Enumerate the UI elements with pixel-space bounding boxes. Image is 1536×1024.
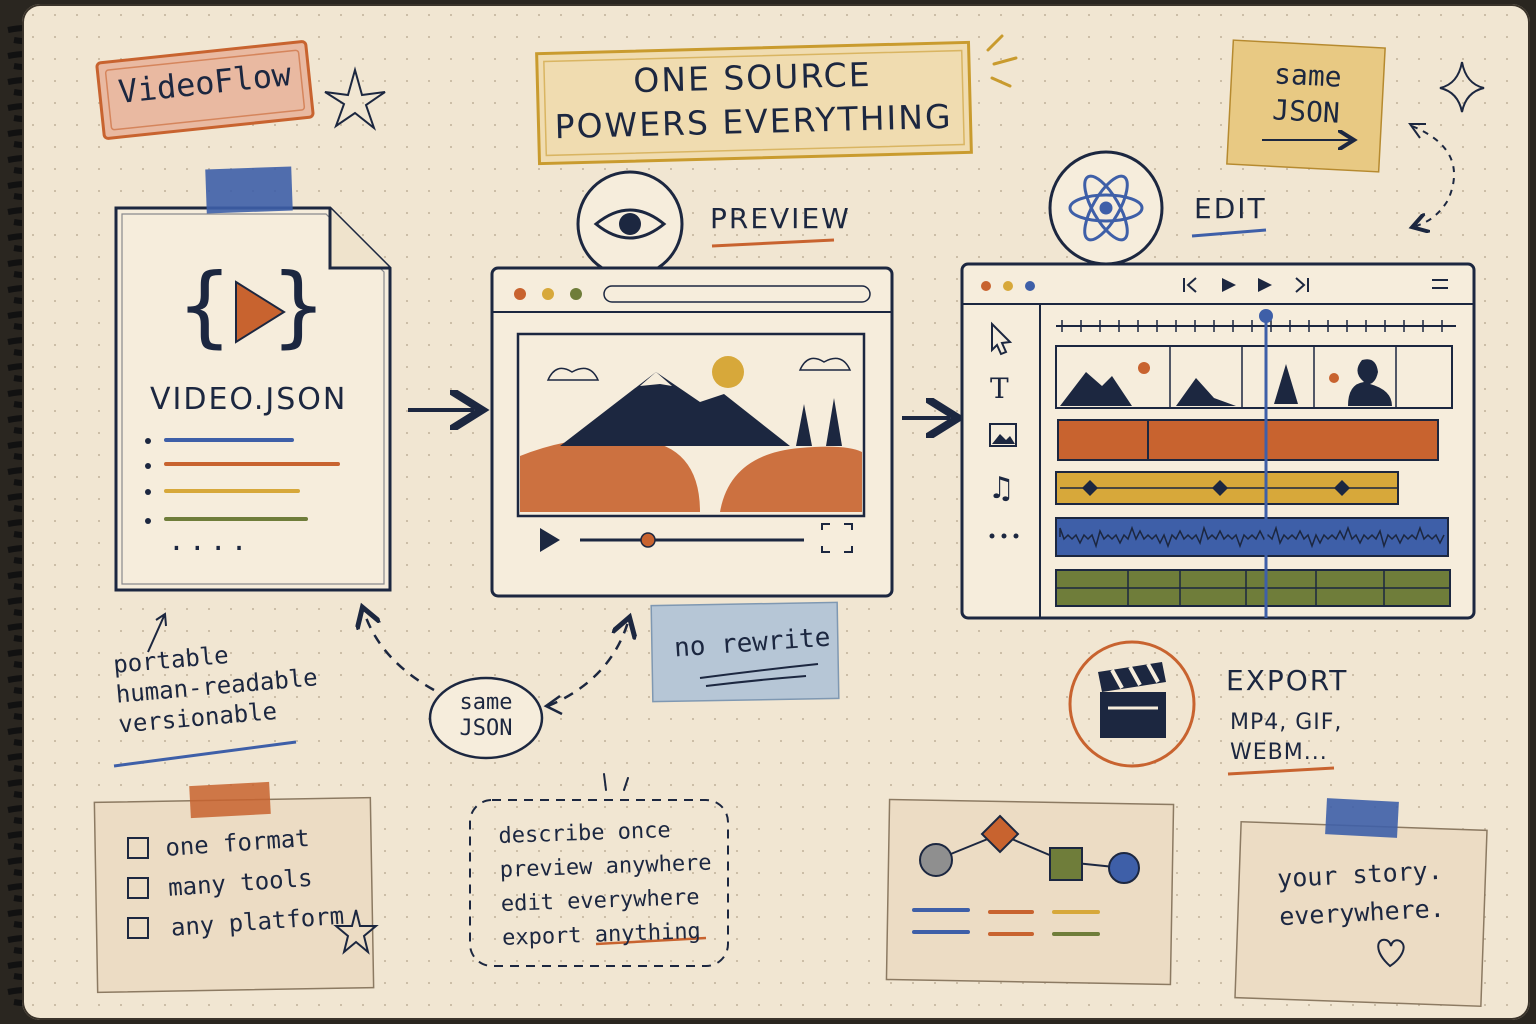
cycle-arrow bbox=[1412, 125, 1456, 226]
heart-icon bbox=[1377, 938, 1405, 968]
same-json-bubble bbox=[428, 676, 544, 760]
dashed-arrow-left bbox=[364, 612, 435, 692]
export-formats: MP4, GIF, WEBM... bbox=[1230, 708, 1342, 768]
export-formats-line2: WEBM... bbox=[1230, 740, 1328, 765]
tape-blue bbox=[205, 166, 293, 214]
graph-card bbox=[885, 798, 1175, 986]
track-video bbox=[1057, 419, 1439, 461]
dashed-arrow-right bbox=[547, 622, 628, 708]
export-badge bbox=[1068, 640, 1335, 776]
export-formats-line1: MP4, GIF, bbox=[1230, 710, 1343, 735]
sparkle-doodle bbox=[1439, 61, 1485, 113]
traits-list: portable human-readable versionable bbox=[112, 632, 321, 739]
react-atom-icon bbox=[1068, 174, 1144, 242]
star-doodle-small bbox=[333, 909, 379, 955]
bubble-line1: same bbox=[459, 690, 513, 715]
play-icon bbox=[235, 280, 286, 344]
mantra-card bbox=[469, 799, 729, 967]
json-file-card: { } bbox=[114, 166, 392, 592]
edit-label: EDIT bbox=[1194, 192, 1267, 225]
file-label: VIDEO.JSON bbox=[150, 382, 348, 417]
checklist: one format many tools any platform bbox=[164, 816, 345, 948]
clapperboard-icon bbox=[1098, 662, 1166, 738]
closing-text: your story. everywhere. bbox=[1254, 851, 1468, 938]
sticky-same-json-text: same JSON bbox=[1230, 54, 1384, 134]
preview-window bbox=[490, 170, 894, 598]
transport-controls bbox=[1183, 277, 1309, 293]
menu-icon bbox=[1432, 279, 1448, 289]
tape-orange bbox=[189, 781, 271, 819]
more-icon bbox=[989, 533, 1019, 539]
bubble-line2: JSON bbox=[459, 716, 513, 741]
mantra-list: describe once preview anywhere edit ever… bbox=[498, 813, 715, 956]
preview-label: PREVIEW bbox=[710, 202, 851, 235]
same-json-bubble-text: same JSON bbox=[446, 690, 526, 742]
track-audio bbox=[1055, 517, 1449, 557]
json-lines bbox=[145, 438, 340, 524]
image-icon bbox=[989, 423, 1017, 447]
spark-lines bbox=[986, 34, 1018, 88]
traits-underline bbox=[113, 740, 297, 768]
export-label: EXPORT bbox=[1226, 664, 1349, 697]
cursor-icon bbox=[991, 321, 1013, 356]
music-icon: ♫ bbox=[988, 471, 1015, 506]
text-icon: T bbox=[990, 372, 1009, 405]
tape-blue-small bbox=[1325, 798, 1399, 838]
svg-text:}: } bbox=[272, 254, 325, 357]
star-doodle bbox=[324, 66, 386, 131]
svg-text:{: { bbox=[178, 254, 231, 357]
headline-box bbox=[535, 40, 973, 166]
brand-tag bbox=[95, 40, 315, 140]
headline: ONE SOURCE POWERS EVERYTHING bbox=[547, 51, 959, 150]
editor-window: T ♫ bbox=[960, 150, 1476, 620]
file-ellipsis: .... bbox=[168, 524, 252, 557]
